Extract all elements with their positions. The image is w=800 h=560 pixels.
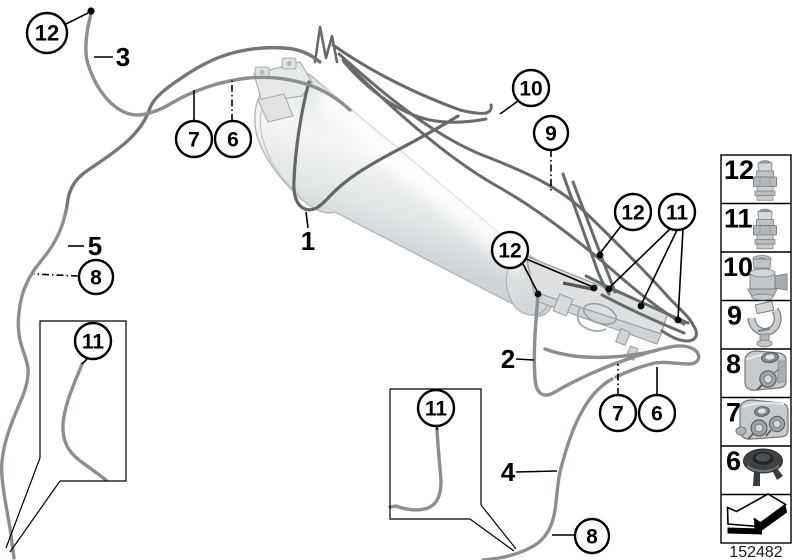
svg-text:2: 2 (501, 344, 515, 374)
svg-text:10: 10 (723, 252, 753, 282)
svg-text:9: 9 (545, 123, 557, 146)
svg-text:3: 3 (116, 42, 130, 72)
svg-text:12: 12 (35, 21, 59, 46)
svg-text:5: 5 (88, 231, 102, 261)
svg-text:11: 11 (82, 331, 105, 354)
svg-text:8: 8 (586, 526, 598, 549)
svg-text:7: 7 (188, 129, 200, 152)
svg-text:6: 6 (227, 129, 239, 152)
svg-text:1: 1 (301, 226, 315, 256)
svg-text:6: 6 (726, 446, 741, 476)
svg-text:11: 11 (666, 202, 689, 225)
svg-text:12: 12 (621, 202, 644, 225)
svg-text:7: 7 (726, 398, 741, 428)
svg-text:152482: 152482 (729, 544, 782, 560)
svg-text:11: 11 (425, 398, 448, 421)
svg-text:8: 8 (90, 267, 102, 290)
svg-text:9: 9 (727, 301, 742, 331)
svg-text:6: 6 (651, 403, 663, 426)
svg-text:12: 12 (498, 240, 521, 263)
svg-text:8: 8 (726, 349, 741, 379)
svg-text:11: 11 (724, 204, 753, 234)
svg-text:10: 10 (519, 78, 542, 101)
svg-text:4: 4 (501, 457, 516, 487)
svg-text:7: 7 (612, 403, 624, 426)
svg-text:12: 12 (724, 155, 754, 185)
